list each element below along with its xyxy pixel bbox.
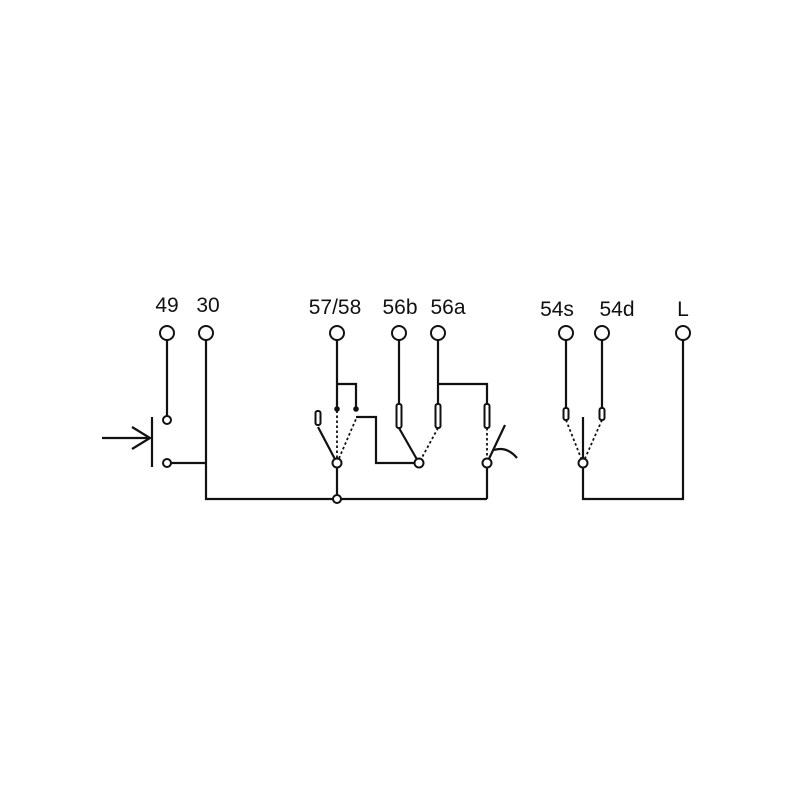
pivot-56: [413, 457, 425, 469]
wires: [102, 340, 685, 501]
terminals: [159, 325, 691, 341]
terminal-56a: [430, 325, 446, 341]
pivot-right: [481, 457, 493, 469]
junction-bus: [332, 494, 342, 504]
contact-right: [483, 403, 491, 429]
terminal-54d: [594, 325, 610, 341]
pivot-57-58: [331, 457, 343, 469]
terminal-label-L: L: [677, 298, 689, 321]
terminal-label-56b: 56b: [382, 296, 417, 319]
pivot-54: [577, 457, 589, 469]
contact-54s: [562, 407, 570, 421]
terminal-56b: [391, 325, 407, 341]
pushbutton-contact-top: [162, 415, 172, 425]
contact-57-left: [314, 410, 322, 426]
terminal-label-49: 49: [155, 294, 178, 317]
terminal-57-58: [329, 325, 345, 341]
terminal-label-56a: 56a: [430, 296, 465, 319]
contact-54d: [598, 407, 606, 421]
terminal-49: [159, 325, 175, 341]
terminal-label-57-58: 57/58: [309, 296, 362, 319]
terminal-30: [198, 325, 214, 341]
terminal-label-30: 30: [196, 294, 219, 317]
terminal-label-54s: 54s: [540, 298, 574, 321]
terminal-label-54d: 54d: [599, 298, 634, 321]
terminal-L: [675, 325, 691, 341]
pushbutton-contact-bottom: [162, 458, 172, 468]
terminal-54s: [558, 325, 574, 341]
contact-56a: [434, 403, 442, 429]
contacts: [162, 403, 606, 504]
contact-56b: [395, 403, 403, 429]
